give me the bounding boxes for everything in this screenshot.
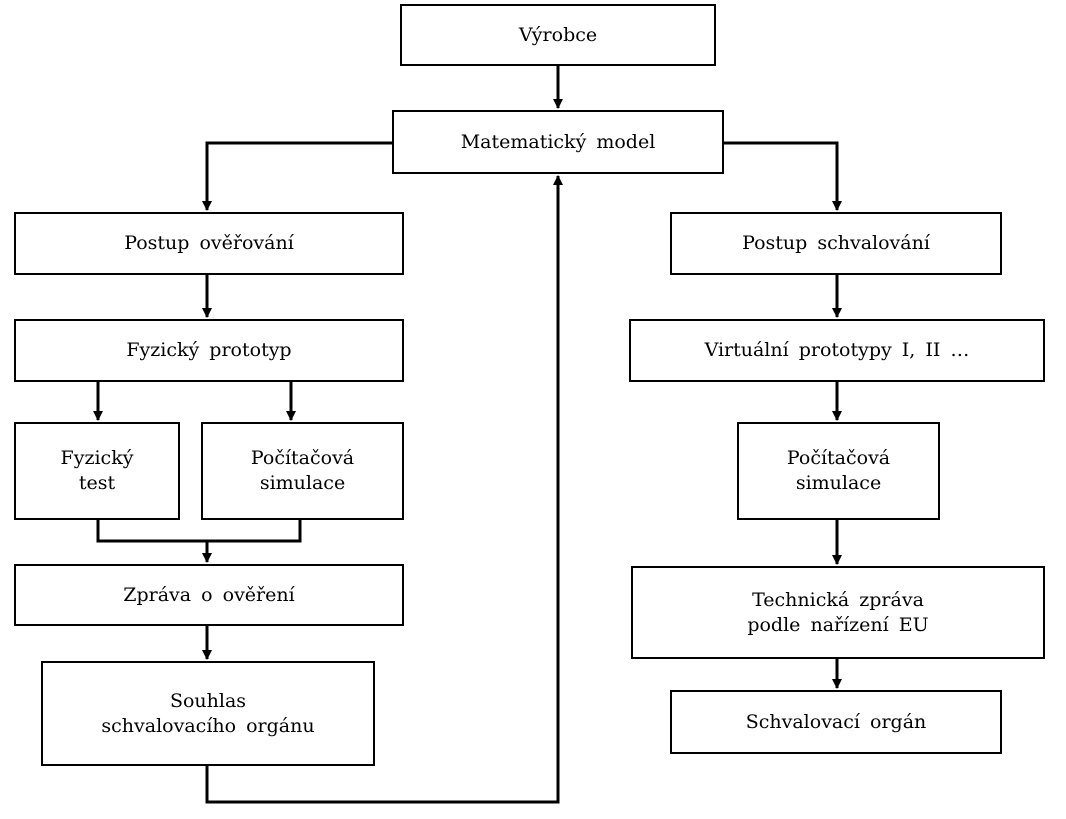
box-technicka-zprava: Technická zpráva podle nařízení EU [631, 566, 1045, 659]
box-vyrobce: Výrobce [400, 4, 716, 66]
box-pocitacova-simulace-left: Počítačová simulace [201, 422, 404, 520]
label-fyzicky-test: Fyzický test [60, 447, 134, 494]
label-postup-overovani: Postup ověřování [124, 232, 294, 255]
arrow-souhlas-feedback-to-model [205, 175, 563, 804]
box-schvalovaci-organ: Schvalovací orgán [670, 690, 1002, 754]
box-postup-schvalovani: Postup schvalování [670, 212, 1002, 275]
label-virtualni-prototypy: Virtuální prototypy I, II … [704, 339, 970, 362]
label-postup-schvalovani: Postup schvalování [742, 232, 930, 255]
label-technicka-zprava: Technická zpráva podle nařízení EU [747, 588, 929, 636]
box-virtualni-prototypy: Virtuální prototypy I, II … [629, 319, 1045, 382]
arrow-model-to-schvalovani [724, 141, 842, 211]
label-vyrobce: Výrobce [518, 23, 598, 46]
box-postup-overovani: Postup ověřování [14, 212, 404, 275]
box-zprava-o-overeni: Zpráva o ověření [14, 564, 404, 626]
label-zprava-o-overeni: Zpráva o ověření [123, 583, 295, 606]
label-pocitacova-simulace-left: Počítačová simulace [250, 447, 355, 494]
box-pocitacova-simulace-right: Počítačová simulace [737, 422, 940, 520]
box-souhlas-schvalovaciho-organu: Souhlas schvalovacího orgánu [41, 661, 375, 766]
arrow-model-to-overovani [202, 141, 392, 211]
label-matematicky-model: Matematický model [460, 130, 656, 153]
connector-test-simulace-merge [96, 520, 302, 543]
label-souhlas-schvalovaciho-organu: Souhlas schvalovacího orgánu [101, 689, 315, 737]
box-fyzicky-test: Fyzický test [14, 422, 180, 520]
label-fyzicky-prototyp: Fyzický prototyp [126, 339, 292, 362]
label-schvalovaci-organ: Schvalovací orgán [745, 710, 927, 733]
box-fyzicky-prototyp: Fyzický prototyp [14, 319, 404, 382]
box-matematicky-model: Matematický model [392, 110, 724, 174]
label-pocitacova-simulace-right: Počítačová simulace [786, 447, 891, 494]
